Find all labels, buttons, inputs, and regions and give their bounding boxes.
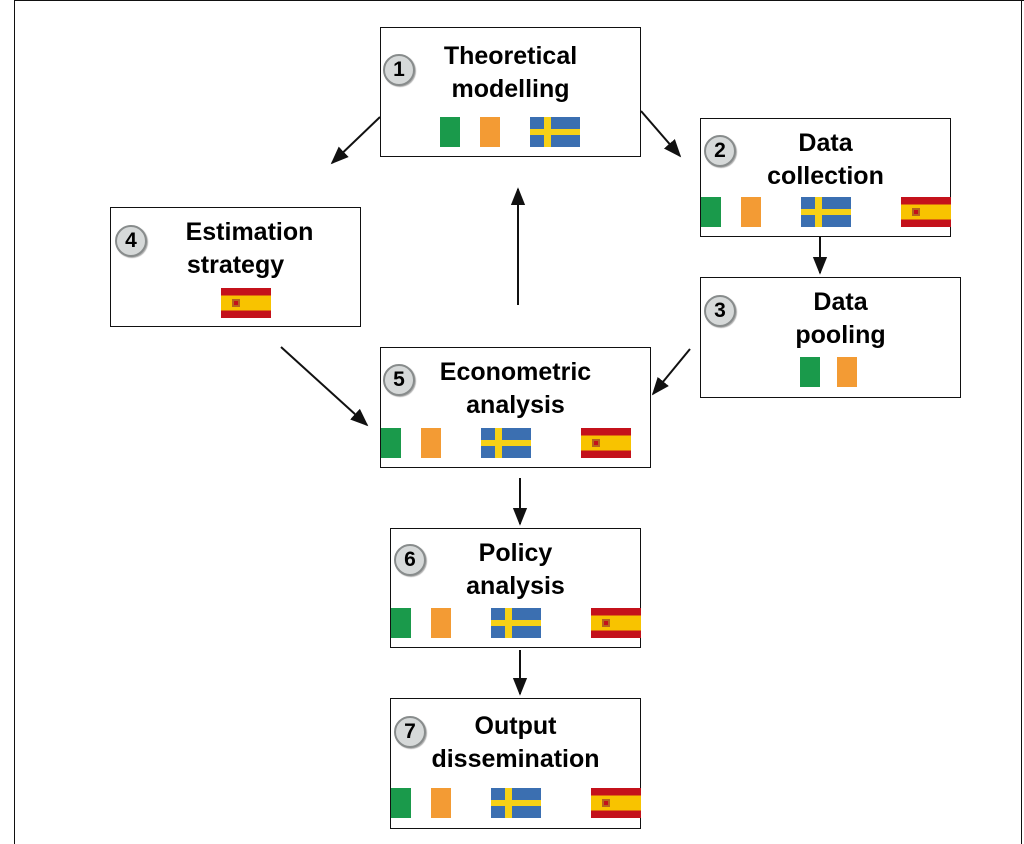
flag-orange <box>480 117 500 147</box>
step-number-badge: 3 <box>704 295 736 327</box>
step-title-line1: Data <box>798 129 853 157</box>
step-title-line2: modelling <box>451 75 570 103</box>
frame-top-border <box>14 0 1024 1</box>
flag-green <box>391 608 411 638</box>
step-number-badge: 7 <box>394 716 426 748</box>
flag-sweden-icon <box>481 428 531 458</box>
flag-orange <box>837 357 857 387</box>
flag-sweden-icon <box>801 197 851 227</box>
flag-spain-icon <box>901 197 951 227</box>
step-number-badge: 5 <box>383 364 415 396</box>
step-number-badge: 6 <box>394 544 426 576</box>
flag-green <box>440 117 460 147</box>
arrow-3-to-5 <box>651 348 691 396</box>
flag-orange <box>431 608 451 638</box>
step-title-line2: pooling <box>795 321 886 349</box>
step-title-line2: collection <box>767 162 884 190</box>
flag-orange <box>431 788 451 818</box>
step-number-badge: 4 <box>115 225 147 257</box>
arrow-1-to-4 <box>330 116 381 165</box>
step-title-line2: dissemination <box>431 745 600 773</box>
flag-orange <box>421 428 441 458</box>
step-title-line1: Data <box>813 288 868 316</box>
step-box-output-dissemination: 7 Output dissemination <box>390 698 641 829</box>
flag-sweden-icon <box>491 608 541 638</box>
step-title-line2: strategy <box>186 251 285 279</box>
flag-sweden-icon <box>491 788 541 818</box>
flag-green <box>381 428 401 458</box>
frame-right-border <box>1021 0 1022 844</box>
step-title-line1: Econometric <box>439 358 592 386</box>
flag-green <box>701 197 721 227</box>
step-title: Data collection <box>701 127 950 193</box>
flag-spain-icon <box>221 288 271 318</box>
step-title: Theoretical modelling <box>381 40 640 106</box>
step-title: Econometric analysis <box>381 356 650 422</box>
frame-left-border <box>14 0 15 844</box>
step-box-theoretical-modelling: 1 Theoretical modelling <box>380 27 641 157</box>
step-number-badge: 1 <box>383 54 415 86</box>
step-title-line1: Theoretical <box>443 42 578 70</box>
flag-spain-icon <box>591 788 641 818</box>
step-box-data-pooling: 3 Data pooling <box>700 277 961 398</box>
step-title-line1: Output <box>474 712 557 740</box>
step-title: Estimation strategy <box>111 216 360 282</box>
step-title-line2: analysis <box>466 572 565 600</box>
arrow-1-to-2 <box>640 110 682 158</box>
arrow-4-to-5 <box>280 346 369 427</box>
step-title-line1: Estimation <box>185 218 314 246</box>
flag-green <box>800 357 820 387</box>
step-title: Data pooling <box>721 286 960 352</box>
step-title: Policy analysis <box>391 537 640 603</box>
step-number-badge: 2 <box>704 135 736 167</box>
step-box-estimation-strategy: 4 Estimation strategy <box>110 207 361 327</box>
flag-green <box>391 788 411 818</box>
step-box-data-collection: 2 Data collection <box>700 118 951 237</box>
flag-spain-icon <box>581 428 631 458</box>
step-box-policy-analysis: 6 Policy analysis <box>390 528 641 648</box>
step-title-line2: analysis <box>466 391 565 419</box>
step-title-line1: Policy <box>478 539 553 567</box>
flag-sweden-icon <box>530 117 580 147</box>
step-box-econometric-analysis: 5 Econometric analysis <box>380 347 651 468</box>
step-title: Output dissemination <box>391 710 640 776</box>
flag-orange <box>741 197 761 227</box>
flag-spain-icon <box>591 608 641 638</box>
